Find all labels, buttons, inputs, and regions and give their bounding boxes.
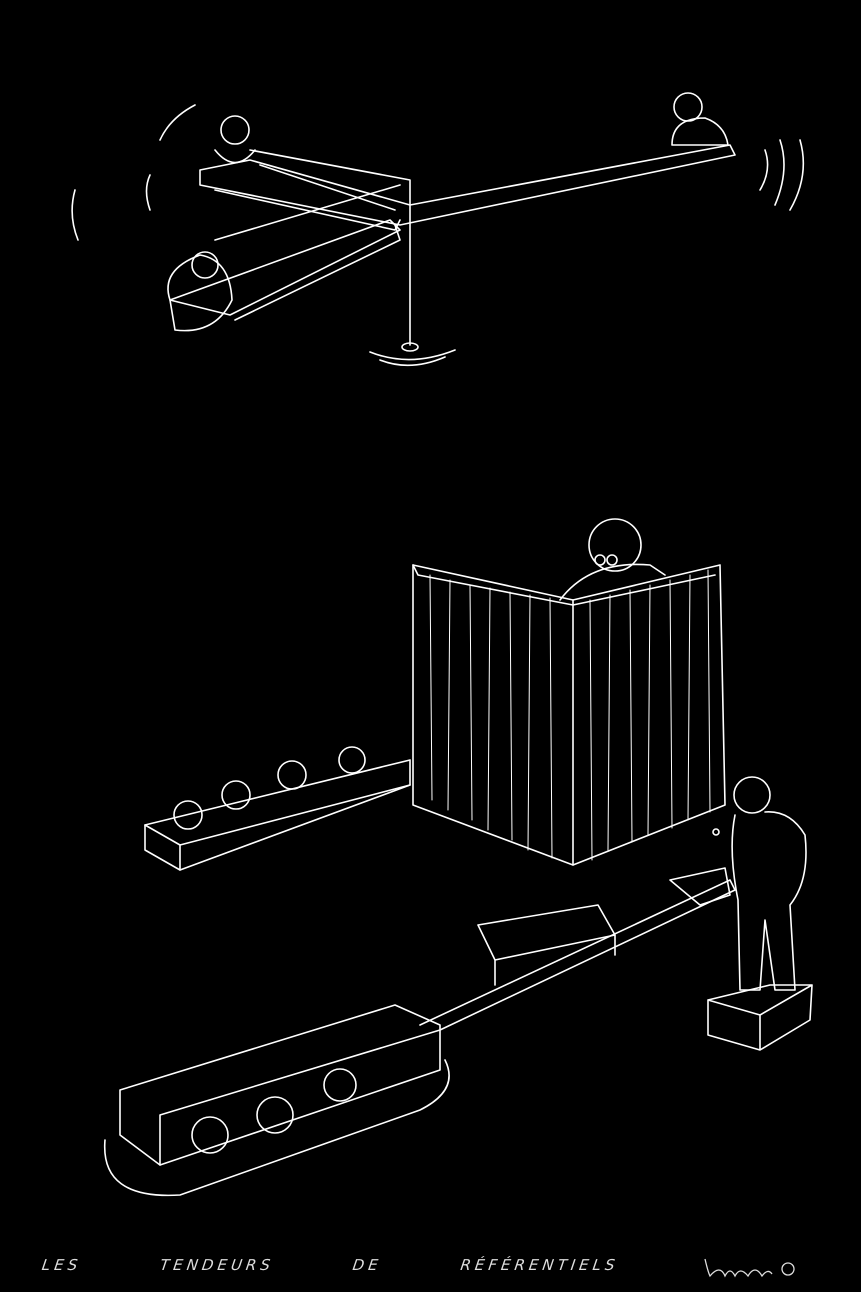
audience-bench: [144, 746, 411, 871]
wooden-booth: [412, 518, 726, 866]
standing-man-on-pedestal: [707, 776, 813, 1051]
caption-word: TENDEURS: [158, 1256, 276, 1274]
caption-word: DE: [351, 1256, 384, 1274]
conveyor-and-coffin: [103, 867, 736, 1197]
artwork-caption: LES TENDEURS DE RÉFÉRENTIELS: [41, 1256, 660, 1274]
caption-word: RÉFÉRENTIELS: [459, 1256, 620, 1274]
spinning-cross-seesaw: [71, 92, 805, 367]
artist-signature: [704, 1258, 795, 1278]
caption-word: LES: [40, 1256, 83, 1274]
